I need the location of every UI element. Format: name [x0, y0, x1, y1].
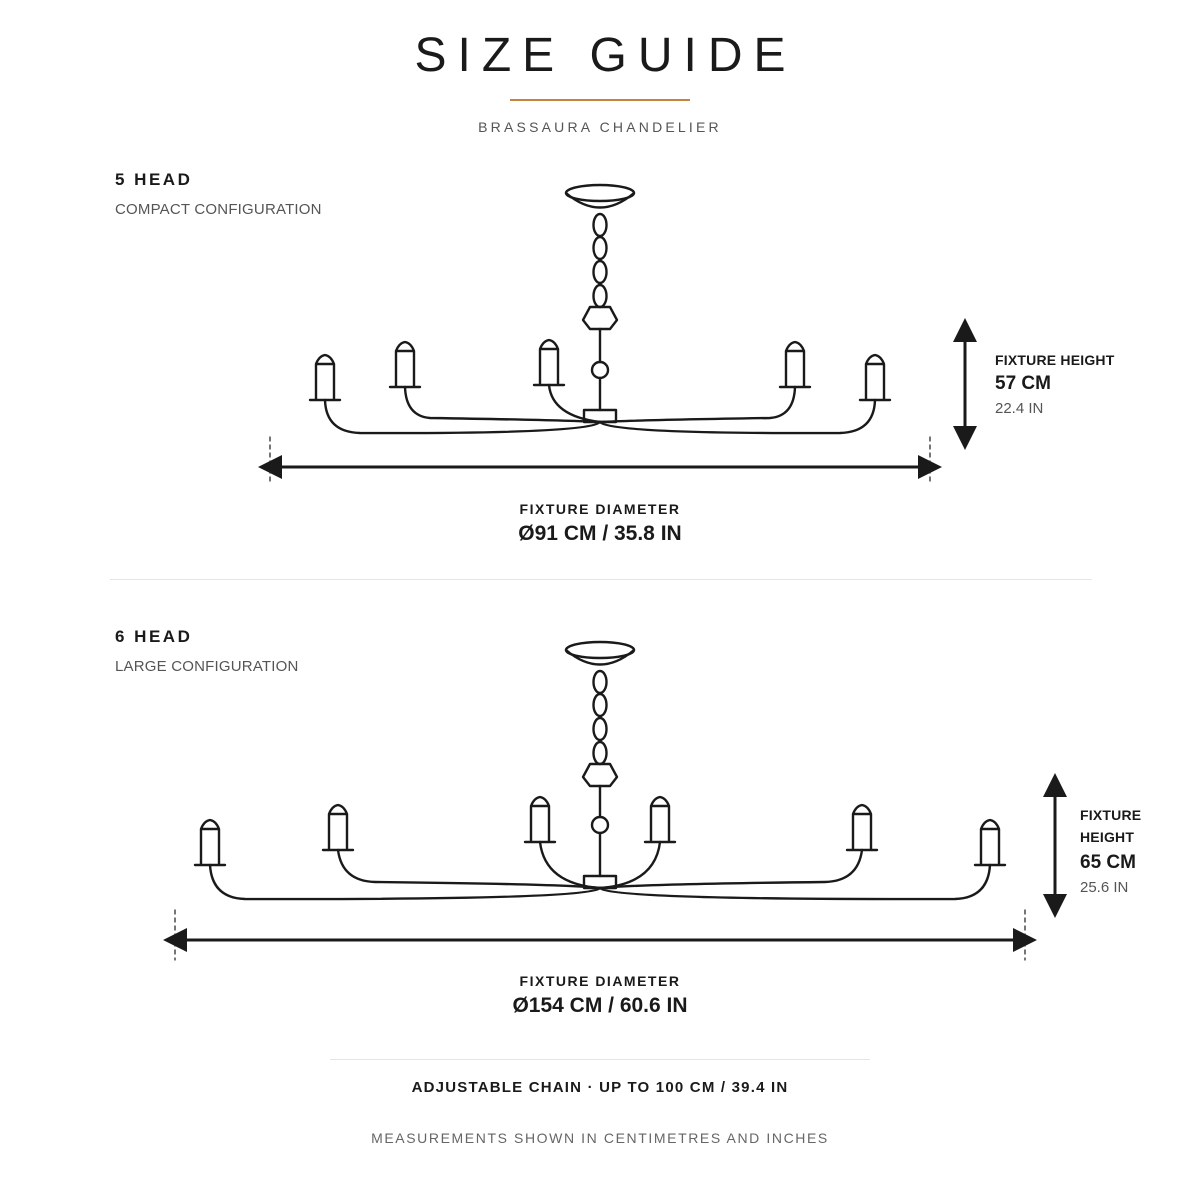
- diameter-value-6-head: Ø154 CM / 60.6 IN: [512, 994, 688, 1017]
- chain-link: [592, 740, 608, 766]
- arrow-left-icon: [163, 928, 187, 952]
- candle-icon: [193, 818, 227, 867]
- section-divider: [110, 579, 1092, 580]
- chain-link: [592, 716, 608, 742]
- canopy-icon: [564, 183, 636, 203]
- chain-link: [592, 235, 608, 261]
- chandelier-5-head-illustration: [308, 183, 892, 435]
- chandelier-6-head-illustration: [193, 640, 1007, 901]
- chain-link: [592, 259, 608, 285]
- chain-link: [592, 692, 608, 718]
- ornament-icon: [581, 762, 619, 788]
- candle-icon: [778, 340, 812, 389]
- height-cm-5-head: 57 CM: [995, 373, 1051, 394]
- arrow-up-icon: [953, 318, 977, 342]
- section-heading-6-head: 6 HEAD: [115, 627, 193, 646]
- chain-link: [592, 212, 608, 238]
- title-accent-rule: [510, 99, 690, 101]
- height-label-line1-6-head: FIXTURE: [1080, 807, 1142, 823]
- height-cm-6-head: 65 CM: [1080, 852, 1136, 873]
- section-subheading-compact: COMPACT CONFIGURATION: [115, 201, 322, 218]
- canopy-icon: [564, 640, 636, 660]
- height-label-5-head: FIXTURE HEIGHT: [995, 352, 1115, 368]
- chain-note: ADJUSTABLE CHAIN · UP TO 100 CM / 39.4 I…: [411, 1079, 789, 1096]
- candle-icon: [388, 340, 422, 389]
- arrow-down-icon: [953, 426, 977, 450]
- diameter-value-5-head: Ø91 CM / 35.8 IN: [518, 522, 682, 545]
- diameter-label-6-head: FIXTURE DIAMETER: [519, 973, 681, 989]
- diameter-label-5-head: FIXTURE DIAMETER: [519, 501, 681, 517]
- arrow-right-icon: [918, 455, 942, 479]
- candle-icon: [308, 353, 342, 402]
- arrow-up-icon: [1043, 773, 1067, 797]
- candle-icon: [858, 353, 892, 402]
- diameter-dimension-6-head: [174, 909, 1026, 961]
- candle-icon: [532, 338, 566, 387]
- product-name: BRASSAURA CHANDELIER: [478, 119, 722, 135]
- footer-note: MEASUREMENTS SHOWN IN CENTIMETRES AND IN…: [371, 1130, 829, 1146]
- height-label-line2-6-head: HEIGHT: [1080, 829, 1135, 845]
- candle-icon: [973, 818, 1007, 867]
- candle-icon: [845, 803, 879, 852]
- section-subheading-large: LARGE CONFIGURATION: [115, 658, 299, 675]
- arrow-down-icon: [1043, 894, 1067, 918]
- height-in-6-head: 25.6 IN: [1080, 879, 1129, 896]
- arrow-right-icon: [1013, 928, 1037, 952]
- diameter-dimension-5-head: [269, 436, 931, 483]
- section-heading-5-head: 5 HEAD: [115, 170, 193, 189]
- notes-divider: [330, 1059, 870, 1060]
- candle-icon: [523, 795, 557, 844]
- ornament-icon: [581, 305, 619, 331]
- arrow-left-icon: [258, 455, 282, 479]
- page-title: SIZE GUIDE: [414, 29, 797, 82]
- candle-icon: [643, 795, 677, 844]
- candle-icon: [321, 803, 355, 852]
- chain-link: [592, 283, 608, 309]
- chain-link: [592, 669, 608, 695]
- height-in-5-head: 22.4 IN: [995, 400, 1044, 417]
